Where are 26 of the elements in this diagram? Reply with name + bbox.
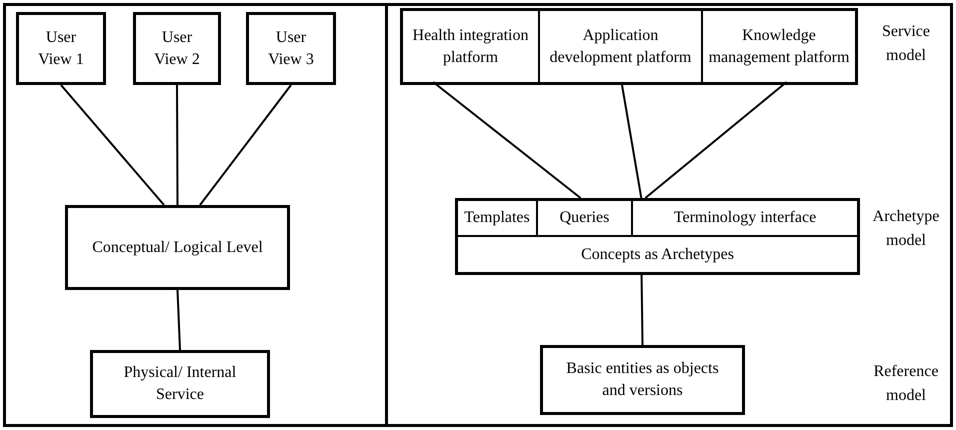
group-box: [455, 198, 860, 275]
side-label: Archetype model: [872, 207, 940, 251]
table-cell: Concepts as Archetypes: [458, 237, 857, 272]
process-box: User View 3: [246, 12, 336, 85]
process-box: Basic entities as objects and versions: [540, 345, 745, 415]
process-box: Conceptual/ Logical Level: [65, 205, 290, 290]
side-label: Reference model: [872, 362, 940, 406]
connector-line: [176, 85, 178, 205]
process-box: Physical/ Internal Service: [90, 350, 270, 418]
side-label: Service model: [881, 22, 931, 66]
table-cell: Health integration platform: [403, 11, 540, 82]
group-box: [400, 8, 858, 85]
connector-line: [644, 81, 788, 199]
table-cell: Queries: [538, 201, 633, 237]
table-cell: Knowledge management platform: [703, 11, 855, 82]
panel-frame: [3, 3, 388, 427]
connector-line: [60, 84, 165, 206]
table-cell: Application development platform: [540, 11, 703, 82]
connector-line: [199, 84, 292, 206]
process-box: User View 1: [16, 12, 106, 85]
process-box: User View 2: [133, 12, 221, 85]
table-cell: Terminology interface: [633, 201, 857, 237]
table-cell: Templates: [458, 201, 538, 237]
panel-frame: [385, 3, 953, 427]
connector-line: [432, 81, 582, 199]
connector-line: [176, 290, 181, 350]
